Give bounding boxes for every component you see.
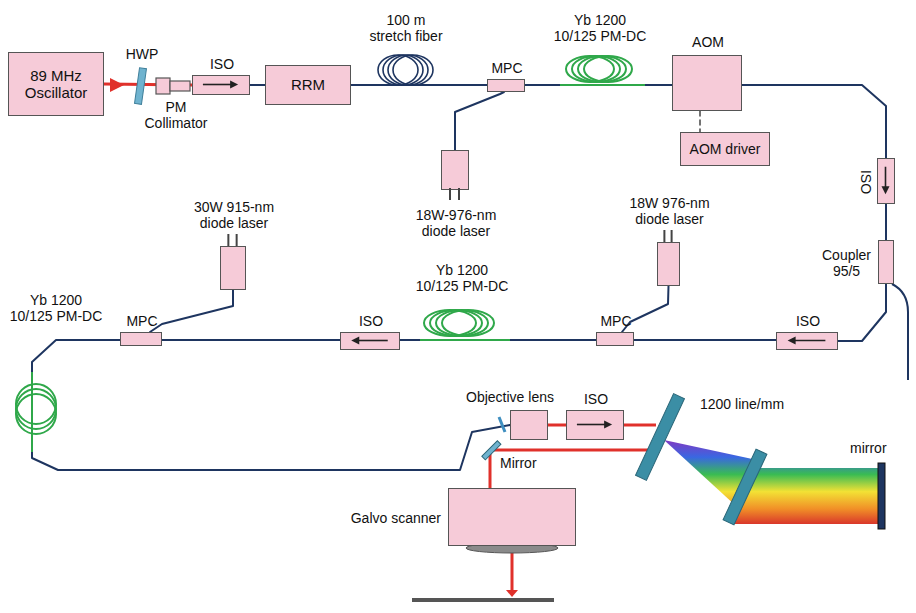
galvo-scanner: Galvo scanner: [448, 488, 576, 546]
gain-fiber-coil: [16, 372, 56, 452]
box-label: AOM driver: [690, 141, 761, 157]
part-label: MPC: [600, 313, 631, 329]
fiber: [525, 84, 672, 86]
pump-combiner: MPC: [120, 332, 162, 346]
pump-diode: 18W-976-nm diode laser: [441, 150, 469, 190]
part-label: AOM: [692, 34, 724, 50]
box-label: 89 MHz Oscillator: [23, 67, 89, 102]
isolator-arrow: [193, 76, 251, 96]
box-label: RRM: [291, 76, 325, 93]
part-label: ISO: [796, 313, 820, 329]
isolator-arrow: [777, 333, 839, 351]
part-label: MPC: [126, 313, 157, 329]
rrm-box: RRM: [265, 65, 351, 105]
fiber: [150, 290, 233, 332]
part-label: 18W-976-nm diode laser: [414, 207, 498, 239]
end-mirror: [878, 463, 885, 529]
part-label: ISO: [858, 170, 874, 194]
laser-beam: [548, 424, 566, 427]
fiber-label: Yb 1200 10/125 PM-DC: [414, 262, 510, 294]
focus-spot: [506, 590, 518, 597]
diode-pins: [221, 247, 247, 291]
aom-box: AOM: [672, 55, 742, 111]
fiber: [838, 284, 886, 341]
mirror-label: Mirror: [500, 455, 537, 471]
pump-combiner: MPC: [487, 79, 525, 92]
part-label: Objective lens: [466, 389, 554, 405]
sample-plane: [412, 598, 554, 602]
isolator: ISO: [340, 332, 400, 350]
fiber-coupler: Coupler 95/5: [878, 240, 894, 284]
isolator-arrow: [878, 159, 896, 205]
fiber-label: Yb 1200 10/125 PM-DC: [8, 292, 104, 324]
part-label: 18W 976-nm diode laser: [628, 195, 712, 227]
waveplate: [135, 68, 147, 105]
diode-pins: [442, 151, 470, 191]
pump-diode: 30W 915-nm diode laser: [220, 246, 246, 290]
mirror-label: mirror: [850, 440, 887, 456]
turning-mirror: [482, 441, 501, 460]
grating-label: 1200 line/mm: [700, 396, 784, 412]
grating: [723, 449, 767, 525]
objective-lens: Objective lens: [510, 410, 548, 440]
fiber-coil: [378, 55, 433, 85]
aom-driver: AOM driver: [680, 132, 770, 166]
isolator: ISO: [877, 158, 895, 204]
isolator: ISO: [566, 410, 624, 440]
beam-arrowhead: [110, 78, 124, 92]
fiber: [885, 204, 887, 240]
fiber-label: 100 m stretch fiber: [368, 12, 445, 44]
part-label: ISO: [584, 391, 608, 407]
gain-fiber-coil: [560, 56, 645, 85]
part-label: HWP: [126, 46, 159, 62]
fiber: [455, 92, 504, 150]
pump-combiner: MPC: [596, 332, 634, 346]
part-label: Coupler 95/5: [820, 247, 873, 279]
isolator: ISO: [192, 75, 250, 95]
fiber-label: Yb 1200 10/125 PM-DC: [552, 12, 648, 44]
isolator-arrow: [341, 333, 401, 351]
fiber: [162, 339, 340, 341]
gain-fiber-coil: [420, 310, 510, 340]
part-label: ISO: [359, 313, 383, 329]
fiber: [32, 340, 510, 470]
isolator: ISO: [776, 332, 838, 350]
pump-diode: 18W 976-nm diode laser: [657, 242, 680, 286]
control-link: [699, 111, 701, 132]
part-label: MPC: [491, 60, 522, 76]
diode-pins: [658, 243, 681, 287]
collimator: [156, 78, 190, 94]
part-label: 30W 915-nm diode laser: [192, 199, 276, 231]
fiber-endface: [499, 417, 505, 432]
part-label: PM Collimator: [143, 99, 210, 131]
part-label: Galvo scanner: [351, 510, 441, 526]
isolator-arrow: [567, 411, 625, 441]
laser-oscillator: 89 MHz Oscillator: [8, 52, 104, 116]
fiber: [250, 84, 265, 86]
fiber: [634, 339, 776, 341]
fiber: [400, 339, 596, 341]
part-label: ISO: [210, 56, 234, 72]
grating: [636, 394, 685, 481]
fiber-tail: [892, 284, 908, 380]
